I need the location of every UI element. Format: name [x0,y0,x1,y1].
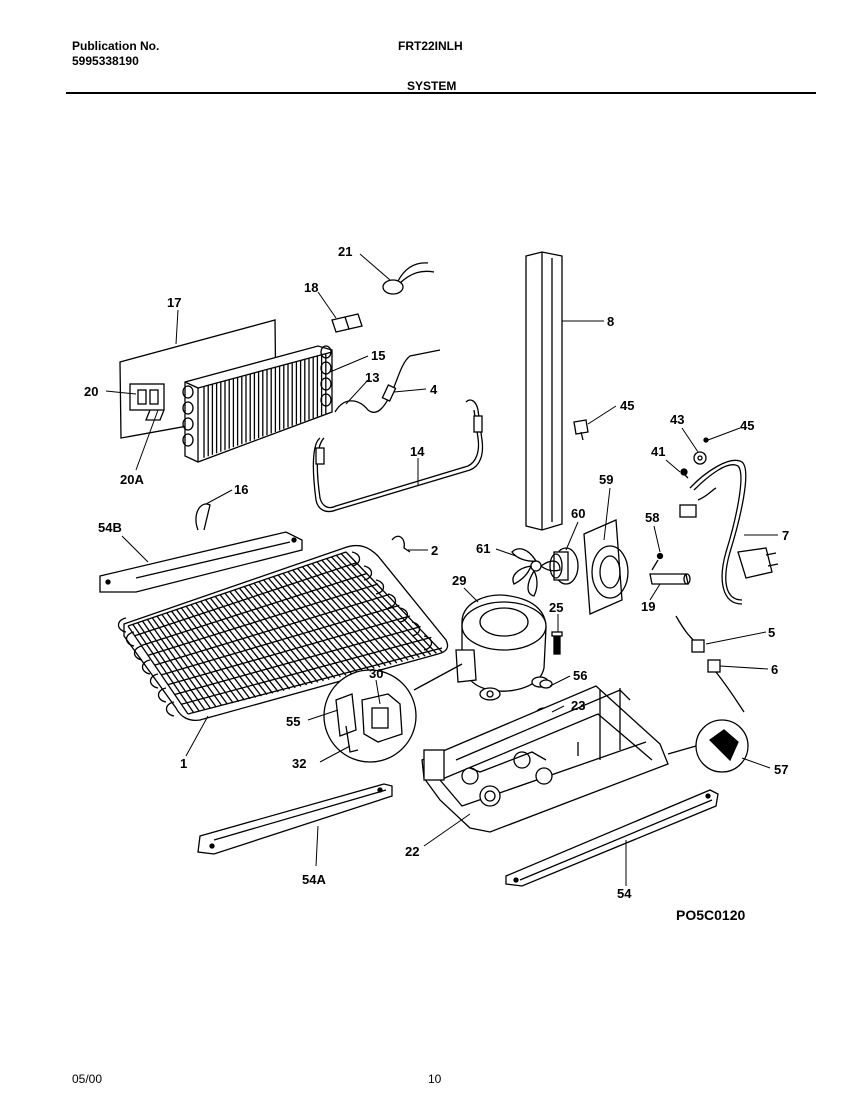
part-1-condenser [117,544,449,722]
part-54b-bracket [99,531,303,593]
part-58-screw [651,552,664,571]
callout-4: 4 [430,382,438,397]
callout-8: 8 [607,314,614,329]
callout-13: 13 [365,370,379,385]
callout-15: 15 [371,348,385,363]
part-43-grommet [680,437,709,479]
part-15-evaporator [182,345,333,463]
part-54a-bracket [197,783,393,855]
callout-57: 57 [774,762,788,777]
part-45-screw [573,419,589,441]
callout-22: 22 [405,844,419,859]
part-16-clip [195,503,211,531]
part-2-clip [391,535,411,553]
callout-19: 19 [641,599,655,614]
part-18-clip [331,313,363,333]
part-57-overload-detail [667,719,749,773]
part-14-defrost-heater [312,399,484,513]
publication-label: Publication No. [72,39,160,53]
callout-5: 5 [768,625,775,640]
part-61-fan-blade [511,548,561,597]
part-13-heater-wire [334,349,441,413]
callout-54b: 54B [98,520,122,535]
diagram-code: PO5C0120 [676,907,745,923]
callout-1: 1 [180,756,187,771]
leader-lines [105,253,778,886]
callout-60: 60 [571,506,585,521]
section-title: SYSTEM [407,79,457,93]
part-25-bolt [551,631,563,655]
publication-number: 5995338190 [72,54,139,68]
callout-2: 2 [431,543,438,558]
callout-18: 18 [304,280,318,295]
callout-labels: 21 18 17 15 13 4 20 20A 14 16 8 45 43 45… [84,244,789,901]
callout-54a: 54A [302,872,326,887]
part-6-connector [707,659,745,713]
callout-30: 30 [369,666,383,681]
part-59-fan-bracket [583,519,629,615]
callout-6: 6 [771,662,778,677]
callout-45-right: 45 [740,418,754,433]
part-5-connector [675,615,705,653]
part-56-grommet [539,679,553,689]
part-29-compressor [455,594,549,701]
callout-20a: 20A [120,472,144,487]
part-21-thermostat [382,262,435,295]
part-7-power-cord [679,459,779,605]
callout-61: 61 [476,541,490,556]
callout-43: 43 [670,412,684,427]
part-20-bracket [129,383,165,421]
part-54-bracket [505,789,719,887]
callout-23: 23 [571,698,585,713]
callout-45-left: 45 [620,398,634,413]
callout-20: 20 [84,384,98,399]
callout-16: 16 [234,482,248,497]
callout-29: 29 [452,573,466,588]
callout-17: 17 [167,295,181,310]
callout-56: 56 [573,668,587,683]
model-number: FRT22INLH [398,39,463,53]
callout-55: 55 [286,714,300,729]
part-8-channel [525,251,563,531]
part-19-tube [649,573,691,585]
part-22-base-pan [421,685,669,833]
footer-date: 05/00 [72,1072,103,1086]
callout-25: 25 [549,600,563,615]
page-number: 10 [428,1072,442,1086]
callout-7: 7 [782,528,789,543]
header-rule [66,92,816,94]
callout-32: 32 [292,756,306,771]
callout-58: 58 [645,510,659,525]
callout-54: 54 [617,886,632,901]
callout-21: 21 [338,244,352,259]
callout-41: 41 [651,444,665,459]
part-60-fan-motor [549,547,579,585]
part-30-relay-detail [323,663,463,763]
callout-59: 59 [599,472,613,487]
callout-14: 14 [410,444,425,459]
